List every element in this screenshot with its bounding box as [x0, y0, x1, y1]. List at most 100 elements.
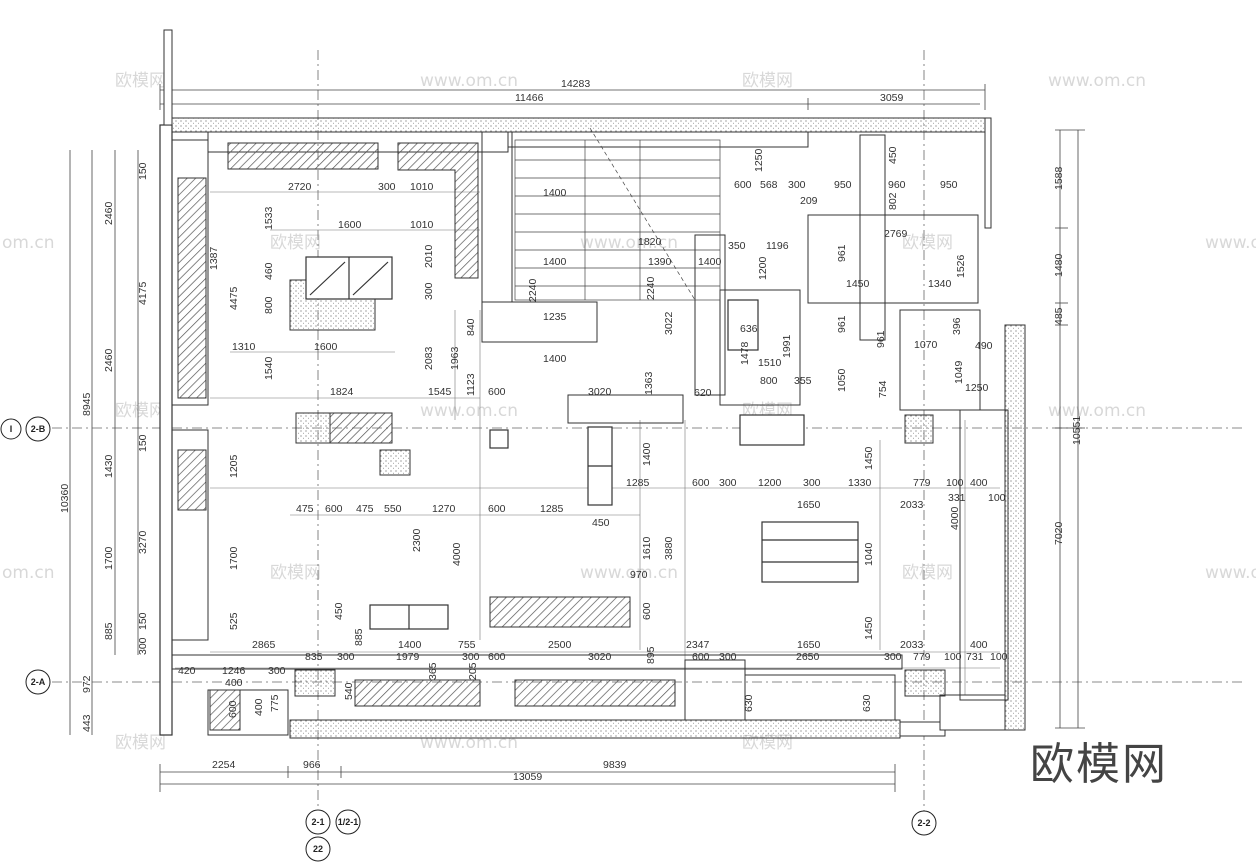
dim-label: 300 — [719, 651, 737, 663]
dim-label: 100 — [988, 492, 1006, 504]
dim-label: 731 — [966, 651, 984, 663]
dim-label: 800 — [760, 375, 778, 387]
dim-label: 205 — [467, 662, 479, 680]
watermark-site: www.om.cn — [580, 563, 678, 583]
dim-label: 540 — [343, 682, 355, 700]
dim-label: 600 — [734, 179, 752, 191]
dim-label: 1310 — [232, 341, 256, 353]
dim-label: 1400 — [543, 353, 567, 365]
dim-label: 2500 — [548, 639, 572, 651]
dim-label: 2650 — [796, 651, 820, 663]
watermark-site: www.om.cn — [420, 401, 518, 421]
dim-top-overall: 14283 — [561, 78, 590, 90]
dim-label: 365 — [427, 662, 439, 680]
dim-label: 960 — [888, 179, 906, 191]
dim-label: 100 — [990, 651, 1008, 663]
dim-label: 300 — [268, 665, 286, 677]
dim-label: 961 — [836, 244, 848, 262]
dim-label: 1400 — [543, 256, 567, 268]
watermark-logo: 欧模网 — [115, 401, 166, 421]
dim-label: 350 — [728, 240, 746, 252]
dim-label: 1387 — [208, 246, 220, 270]
dim-label: 1450 — [863, 446, 875, 470]
axis-label-i: I — [10, 424, 13, 434]
watermark-logo: 欧模网 — [742, 71, 793, 91]
dim-label: 4475 — [228, 286, 240, 310]
dim-label: 300 — [788, 179, 806, 191]
watermark-logo: 欧模网 — [270, 233, 321, 253]
dim-label: 835 — [305, 651, 323, 663]
dim-label: 300 — [462, 651, 480, 663]
dim-left-upper: 8945 — [81, 392, 93, 416]
dim-label: 2300 — [411, 528, 423, 552]
dim-label: 2720 — [288, 181, 312, 193]
axis-bubble-22: 22 — [305, 836, 331, 862]
dim-label: 525 — [228, 612, 240, 630]
axis-label-1-2-1: 1/2-1 — [338, 817, 359, 827]
dim-label: 1235 — [543, 311, 567, 323]
axis-label-2a: 2-A — [31, 677, 46, 687]
axis-bubble-2-1: 2-1 — [305, 809, 331, 835]
dim-label: 396 — [951, 317, 963, 335]
dim-left-3270: 3270 — [137, 530, 149, 554]
dim-label: 1600 — [314, 341, 338, 353]
dim-label: 1010 — [410, 181, 434, 193]
dim-left-443: 443 — [81, 714, 93, 732]
watermark-logo: 欧模网 — [115, 733, 166, 753]
dim-label: 400 — [970, 477, 988, 489]
dim-label: 1049 — [953, 360, 965, 384]
dim-label: 2033 — [900, 639, 924, 651]
dim-label: 460 — [263, 262, 275, 280]
watermark-site: www.om.cn — [420, 71, 518, 91]
dim-label: 1200 — [758, 477, 782, 489]
furniture — [305, 256, 859, 630]
dim-label: 2347 — [686, 639, 710, 651]
dim-label: 600 — [641, 602, 653, 620]
dim-label: 400 — [970, 639, 988, 651]
dim-label: 1070 — [914, 339, 938, 351]
dim-left-150b: 150 — [137, 434, 149, 452]
dim-label: 1196 — [766, 240, 789, 252]
axis-bubble-2a: 2-A — [25, 669, 51, 695]
watermark-logo: 欧模网 — [902, 563, 953, 583]
dim-right-1588: 1588 — [1053, 166, 1065, 190]
dim-left-150c: 150 — [137, 612, 149, 630]
dim-left-2460b: 2460 — [103, 348, 115, 372]
dim-label: 2769 — [884, 228, 908, 240]
axis-bubble-2b: 2-B — [25, 416, 51, 442]
dim-left-1700: 1700 — [103, 546, 115, 570]
dim-label: 1400 — [641, 442, 653, 466]
dim-label: 895 — [645, 646, 657, 664]
axis-bubbles: I 2-B 2-A 2-1 1/2-1 22 2-2 — [0, 416, 937, 862]
dim-label: 600 — [692, 477, 710, 489]
dim-label: 1246 — [222, 665, 246, 677]
dim-label: 3020 — [588, 386, 612, 398]
dim-label: 600 — [227, 700, 239, 718]
dim-label: 300 — [803, 477, 821, 489]
dim-label: 1545 — [428, 386, 452, 398]
dim-label: 1363 — [643, 371, 655, 395]
interior-walls — [171, 131, 1009, 736]
dim-label: 630 — [861, 694, 873, 712]
dim-label: 2240 — [645, 276, 657, 300]
dim-label: 1400 — [398, 639, 422, 651]
dim-label: 3880 — [663, 536, 675, 560]
dim-label: 1478 — [739, 341, 751, 365]
dim-label: 775 — [269, 694, 281, 712]
dim-label: 1400 — [698, 256, 722, 268]
dim-label: 300 — [337, 651, 355, 663]
dim-label: 420 — [178, 665, 196, 677]
dim-label: 1330 — [848, 477, 872, 489]
dim-label: 100 — [944, 651, 962, 663]
dim-left-150a: 150 — [137, 162, 149, 180]
dim-label: 3022 — [663, 311, 675, 335]
dim-label: 779 — [913, 651, 931, 663]
dim-label: 1540 — [263, 356, 275, 380]
dim-label: 1340 — [928, 278, 952, 290]
staircase — [514, 127, 721, 301]
dim-label: 450 — [887, 146, 899, 164]
dim-right-485: 485 — [1053, 307, 1065, 325]
dim-label: 885 — [353, 628, 365, 646]
axis-label-2b: 2-B — [31, 424, 46, 434]
dim-label: 1250 — [965, 382, 989, 394]
